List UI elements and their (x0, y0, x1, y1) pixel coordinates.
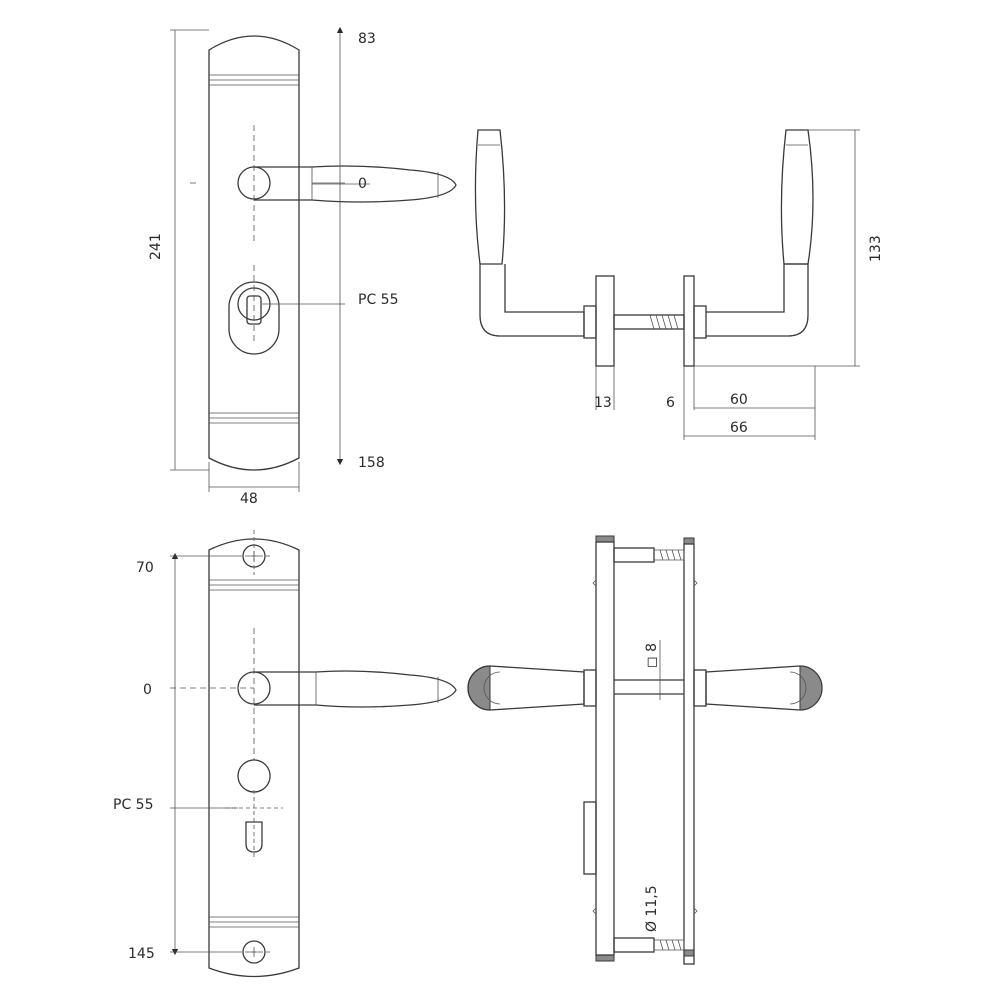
right-plate (683, 537, 698, 965)
bottom-screw-icon (238, 940, 270, 964)
plate-outline (208, 35, 300, 471)
left-lever-top (467, 665, 597, 711)
top-grooves-2 (209, 579, 299, 591)
top-screw-icon (238, 530, 270, 575)
dim-cylinder-pc55: PC 55 (358, 292, 398, 308)
plate-outline-2 (208, 538, 300, 978)
profile-cylinder-keyhole (225, 759, 283, 860)
side-view-levers: 133 13 6 60 66 (474, 129, 884, 440)
bottom-grooves (209, 412, 299, 424)
left-plate (592, 535, 615, 962)
dim-spindle-8: ◻ 8 (644, 643, 660, 668)
dim-gap-6: 6 (666, 395, 675, 411)
side-view-section: ◻ 8 Ø 11,5 (467, 535, 823, 965)
right-lever-top (693, 665, 823, 711)
dim-width: 48 (240, 491, 258, 507)
dim-bottom-145: 145 (128, 946, 155, 962)
lever-handle-2 (237, 628, 457, 760)
lever-handle (237, 165, 457, 203)
right-lever (683, 129, 814, 367)
bottom-grooves-2 (209, 916, 299, 928)
dim-top-70: 70 (136, 560, 154, 576)
dim-lever-height-133: 133 (868, 235, 884, 262)
left-lever (474, 129, 615, 367)
dim-handle-0-2: 0 (143, 682, 152, 698)
front-view-screw-plate: 70 0 PC 55 145 (113, 530, 457, 978)
front-view-long-plate: 241 48 83 0 PC 55 158 (148, 26, 457, 507)
top-grooves (209, 74, 299, 86)
dim-rose-13: 13 (594, 395, 612, 411)
dim-bottom-158: 158 (358, 455, 385, 471)
dim-overall-height: 241 (148, 233, 164, 260)
dim-cylinder-pc55-2: PC 55 (113, 797, 153, 813)
dim-handle-0: 0 (358, 176, 367, 192)
latch-stop (583, 801, 597, 875)
dim-top-83: 83 (358, 31, 376, 47)
spindle (613, 314, 685, 330)
dim-screw-11-5: Ø 11,5 (644, 885, 660, 932)
top-fixing-screw (613, 547, 685, 563)
dim-lever-66: 66 (730, 420, 748, 436)
bottom-fixing-screw (613, 937, 685, 953)
dim-lever-60: 60 (730, 392, 748, 408)
